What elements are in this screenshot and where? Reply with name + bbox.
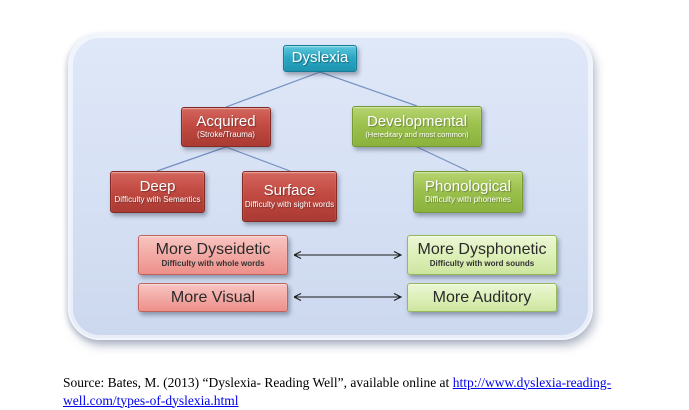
node-developmental: Developmental (Hereditary and most commo… <box>352 106 482 147</box>
node-deep: Deep Difficulty with Semantics <box>110 171 205 213</box>
node-dyslexia-label: Dyslexia <box>291 49 349 67</box>
node-more-auditory-label: More Auditory <box>432 288 532 306</box>
source-citation: Source: Bates, M. (2013) “Dyslexia- Read… <box>63 374 655 410</box>
node-developmental-subtitle: (Hereditary and most common) <box>365 130 469 140</box>
node-more-dyseidetic: More Dyseidetic Difficulty with whole wo… <box>138 235 288 275</box>
node-acquired-subtitle: (Stroke/Trauma) <box>197 130 255 140</box>
node-more-auditory: More Auditory <box>407 283 557 312</box>
node-surface-subtitle: Difficulty with sight words <box>244 199 335 209</box>
node-more-visual: More Visual <box>138 283 288 312</box>
source-link[interactable]: http://www.dyslexia-reading-well.com/typ… <box>63 374 612 408</box>
source-citation-text: Source: Bates, M. (2013) “Dyslexia- Read… <box>63 374 453 390</box>
node-acquired-label: Acquired <box>196 112 256 130</box>
node-more-visual-label: More Visual <box>170 288 256 306</box>
node-acquired: Acquired (Stroke/Trauma) <box>181 107 271 147</box>
node-surface: Surface Difficulty with sight words <box>242 171 337 222</box>
node-deep-label: Deep <box>139 177 176 195</box>
node-phonological: Phonological Difficulty with phonemes <box>413 171 523 213</box>
node-phonological-label: Phonological <box>425 177 511 195</box>
node-phonological-subtitle: Difficulty with phonemes <box>424 195 512 205</box>
node-deep-subtitle: Difficulty with Semantics <box>114 195 201 205</box>
node-more-dyseidetic-subtitle: Difficulty with whole words <box>161 258 265 268</box>
node-more-dysphonetic-label: More Dysphonetic <box>417 241 547 259</box>
node-more-dysphonetic-subtitle: Difficulty with word sounds <box>429 258 535 268</box>
node-developmental-label: Developmental <box>366 112 468 130</box>
node-more-dyseidetic-label: More Dyseidetic <box>155 241 271 259</box>
node-surface-label: Surface <box>263 182 316 200</box>
node-more-dysphonetic: More Dysphonetic Difficulty with word so… <box>407 235 557 275</box>
node-dyslexia: Dyslexia <box>283 45 357 72</box>
